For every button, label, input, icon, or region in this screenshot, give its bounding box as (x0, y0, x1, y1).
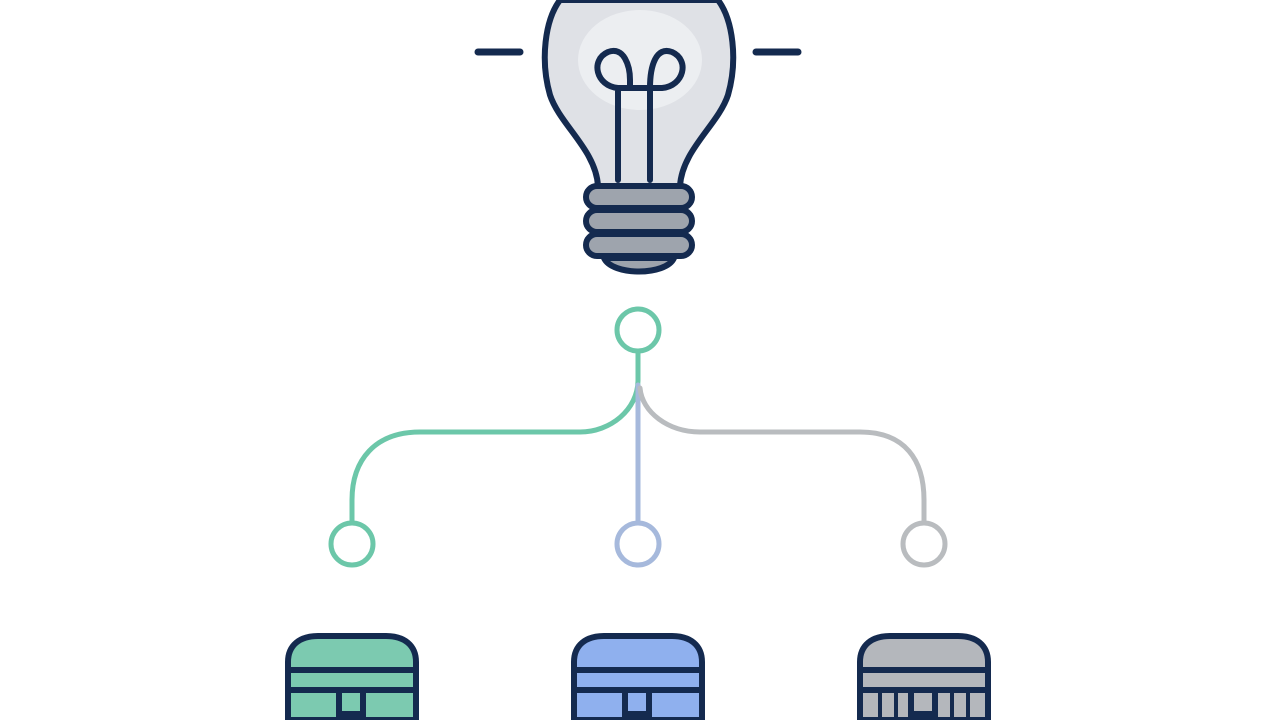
connector-right (637, 385, 927, 525)
base-ring-3 (583, 231, 695, 259)
node-left (328, 520, 376, 568)
lightbulb-icon (474, 0, 802, 275)
chest-icon-right (857, 633, 991, 720)
connectors (328, 306, 948, 568)
connector-left (349, 349, 641, 525)
root-node (614, 306, 662, 354)
base-ring-2 (583, 207, 695, 235)
bulb-tip (601, 255, 677, 275)
filament (594, 47, 686, 183)
chest-icon-left (285, 633, 419, 720)
node-middle (614, 520, 662, 568)
base-ring-1 (583, 183, 695, 211)
node-right (900, 520, 948, 568)
chest-icon-middle (571, 633, 705, 720)
